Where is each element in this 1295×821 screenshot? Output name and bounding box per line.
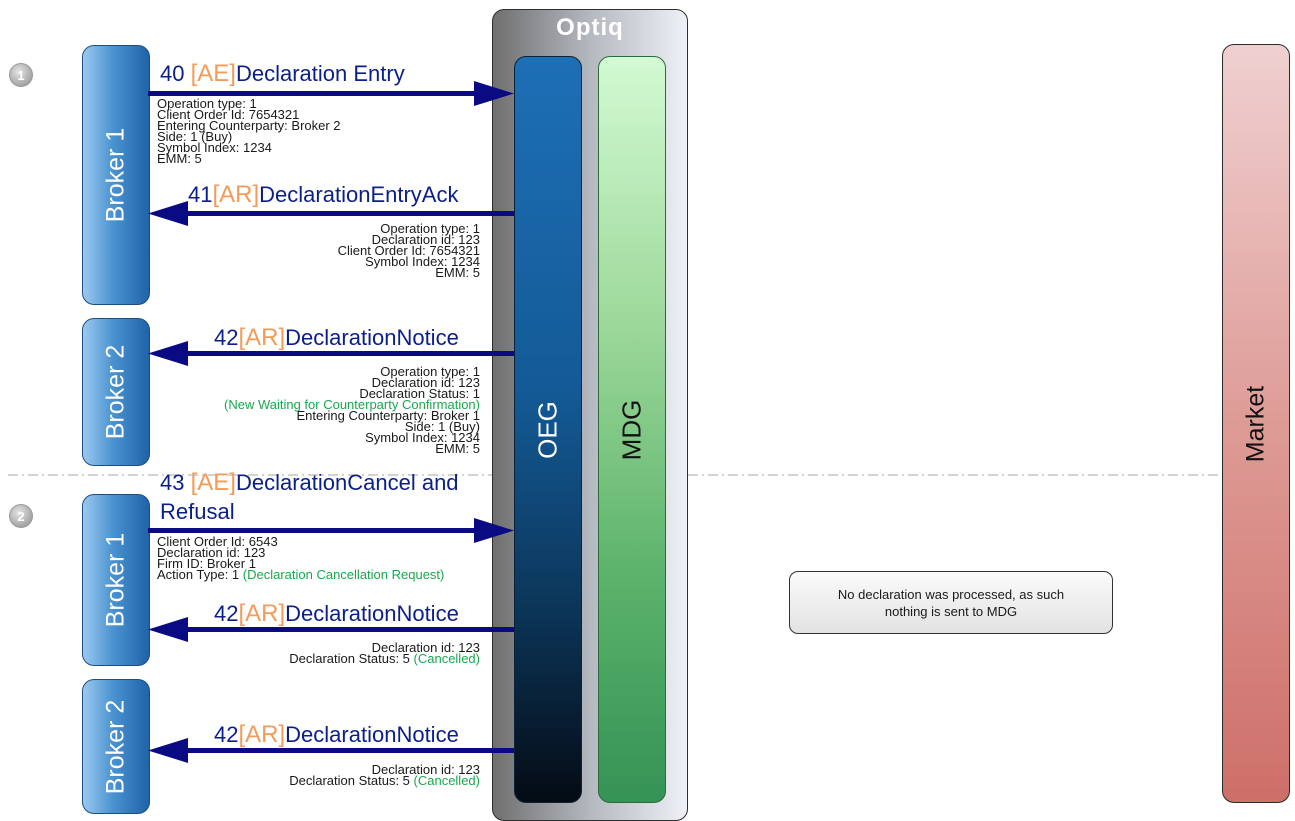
optiq-title: Optiq <box>556 14 624 41</box>
message-42c-name: DeclarationNotice <box>285 722 459 747</box>
message-43-code: [AE] <box>190 469 236 496</box>
message-40-number: 40 <box>160 61 185 86</box>
field: Operation type: 1 <box>380 221 480 236</box>
field: EMM: 5 <box>157 151 202 166</box>
scenario-separator <box>8 474 1222 476</box>
note-line-1: No declaration was processed, as such <box>837 586 1065 602</box>
message-43-title: 43 [AE]DeclarationCancel and <box>160 471 459 495</box>
message-42b-name: DeclarationNotice <box>285 601 459 626</box>
field: Operation type: 1 <box>157 96 257 111</box>
message-42a-number: 42 <box>214 325 239 350</box>
message-42b-fields: Declaration id: 123 Declaration Status: … <box>289 640 480 666</box>
arrow-40-head <box>474 81 514 106</box>
field: Declaration id: 123 <box>371 375 480 390</box>
message-43-fields: Client Order Id: 6543 Declaration id: 12… <box>157 534 445 582</box>
arrow-42a-head <box>148 341 188 366</box>
field: Symbol Index: 1234 <box>365 430 480 445</box>
status-field: Declaration Status: 5 (Cancelled) <box>289 773 480 788</box>
message-40-title: 40 [AE]Declaration Entry <box>160 62 405 86</box>
message-42a-fields: Operation type: 1 Declaration id: 123 De… <box>224 364 480 456</box>
message-42b-title: 42[AR]DeclarationNotice <box>214 602 459 626</box>
no-declaration-note: No declaration was processed, as such no… <box>789 571 1113 634</box>
field: Side: 1 (Buy) <box>157 129 233 144</box>
note-line-2: nothing is sent to MDG <box>884 603 1018 619</box>
field: Client Order Id: 7654321 <box>337 243 480 258</box>
message-40-name: Declaration Entry <box>235 61 405 86</box>
field: Firm ID: Broker 1 <box>157 556 256 571</box>
status-note: (Cancelled) <box>413 651 480 666</box>
arrow-42b-head <box>148 617 188 642</box>
step-2-marker: 2 <box>9 504 33 528</box>
arrow-42a-shaft <box>188 351 514 356</box>
message-42a-code: [AR] <box>238 324 286 351</box>
arrow-40-shaft <box>148 91 474 96</box>
message-41-name: DeclarationEntryAck <box>259 182 459 207</box>
action-type: Action Type: 1 <box>157 567 243 582</box>
field: EMM: 5 <box>435 441 480 456</box>
status-note: (Cancelled) <box>413 773 480 788</box>
status: Declaration Status: 5 <box>289 651 414 666</box>
field: Client Order Id: 7654321 <box>157 107 300 122</box>
status: Declaration Status: 5 <box>289 773 414 788</box>
message-40-code: [AE] <box>190 60 236 87</box>
message-43-title-line2: Refusal <box>160 499 235 524</box>
field: Declaration id: 123 <box>371 232 480 247</box>
arrow-42c-shaft <box>188 748 514 753</box>
message-42c-code: [AR] <box>238 721 286 748</box>
field: Declaration id: 123 <box>371 640 480 655</box>
message-41-title: 41[AR]DeclarationEntryAck <box>188 183 458 207</box>
message-42b-code: [AR] <box>238 600 286 627</box>
field: Symbol Index: 1234 <box>365 254 480 269</box>
message-42a-title: 42[AR]DeclarationNotice <box>214 326 459 350</box>
message-40-fields: Operation type: 1 Client Order Id: 76543… <box>157 96 341 166</box>
message-41-code: [AR] <box>212 181 260 208</box>
message-41-number: 41 <box>188 182 213 207</box>
message-42a-name: DeclarationNotice <box>285 325 459 350</box>
field: Declaration Status: 1 <box>359 386 480 401</box>
arrow-42b-shaft <box>188 627 514 632</box>
status-field: Declaration Status: 5 (Cancelled) <box>289 651 480 666</box>
field: Declaration id: 123 <box>157 545 266 560</box>
message-42c-fields: Declaration id: 123 Declaration Status: … <box>289 762 480 788</box>
message-42c-title: 42[AR]DeclarationNotice <box>214 723 459 747</box>
mdg-lifeline: MDG <box>598 56 666 803</box>
message-42b-number: 42 <box>214 601 239 626</box>
arrow-43-head <box>474 518 514 543</box>
field: Declaration id: 123 <box>371 762 480 777</box>
message-43-name: DeclarationCancel and <box>235 470 459 495</box>
action-note: (Declaration Cancellation Request) <box>242 567 445 582</box>
message-42c-number: 42 <box>214 722 239 747</box>
message-43-number: 43 <box>160 470 185 495</box>
field: Client Order Id: 6543 <box>157 534 278 549</box>
field: Entering Counterparty: Broker 1 <box>296 408 480 423</box>
arrow-42c-head <box>148 738 188 763</box>
field: Entering Counterparty: Broker 2 <box>157 118 341 133</box>
oeg-lifeline: OEG <box>514 56 582 803</box>
message-41-fields: Operation type: 1 Declaration id: 123 Cl… <box>337 221 480 280</box>
action-type-field: Action Type: 1 (Declaration Cancellation… <box>157 567 445 582</box>
arrow-41-head <box>148 201 188 226</box>
status-note: (New Waiting for Counterparty Confirmati… <box>224 397 480 412</box>
broker-1-lifeline-top: Broker 1 <box>82 45 150 305</box>
step-1-marker: 1 <box>9 63 33 87</box>
field: Symbol Index: 1234 <box>157 140 272 155</box>
field: Operation type: 1 <box>380 364 480 379</box>
market-lifeline: Market <box>1222 44 1290 803</box>
broker-2-lifeline-top: Broker 2 <box>82 318 150 466</box>
field: Side: 1 (Buy) <box>404 419 480 434</box>
field: EMM: 5 <box>435 265 480 280</box>
arrow-41-shaft <box>188 211 514 216</box>
broker-1-lifeline-bottom: Broker 1 <box>82 494 150 666</box>
arrow-43-shaft <box>148 528 474 533</box>
broker-2-lifeline-bottom: Broker 2 <box>82 679 150 814</box>
